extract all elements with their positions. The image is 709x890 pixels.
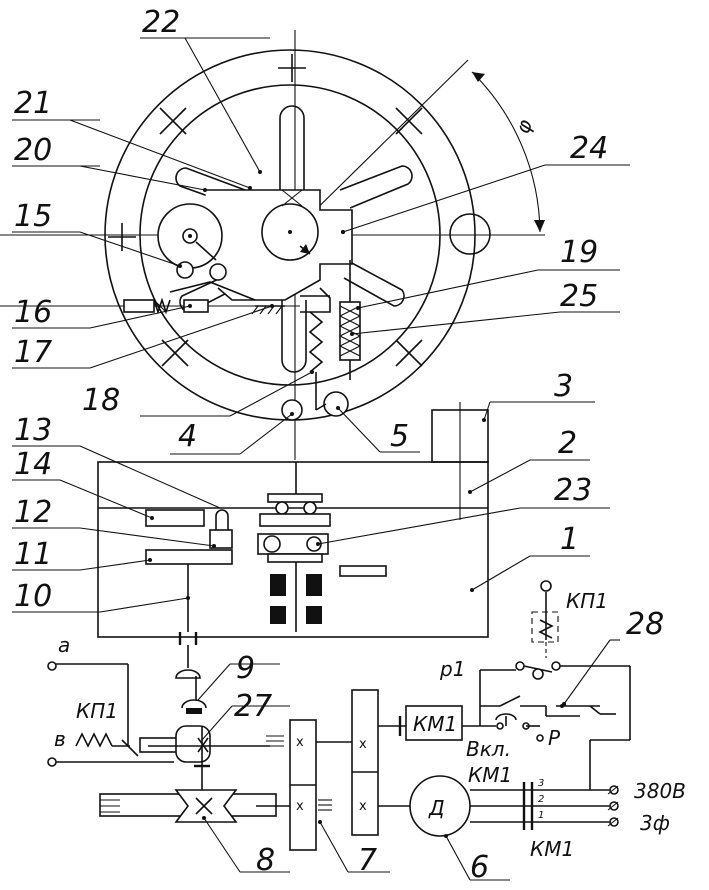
callout-10: 10: [14, 579, 52, 614]
callout-11: 11: [14, 537, 52, 572]
callout-13: 13: [14, 413, 52, 448]
label-p: P: [548, 726, 561, 750]
callout-17: 17: [14, 335, 52, 370]
label-kp1-top: КП1: [566, 589, 608, 613]
callout-20: 20: [14, 133, 52, 168]
index-marks: [108, 54, 423, 367]
svg-text:x: x: [296, 735, 304, 750]
label-p1: p1: [439, 657, 465, 681]
callout-12: 12: [14, 495, 52, 530]
callout-leaders: [12, 37, 630, 881]
callout-23: 23: [554, 473, 592, 508]
callout-24: 24: [570, 131, 608, 166]
roller-right: [209, 263, 227, 281]
spring-18: [308, 311, 324, 373]
detent-ball: [449, 213, 491, 255]
callout-1: 1: [560, 522, 579, 557]
callout-2: 2: [558, 426, 577, 461]
label-b: в: [54, 727, 66, 751]
motor-label: Д: [428, 796, 445, 820]
label-phase-2: 2: [538, 794, 544, 805]
callout-19: 19: [560, 235, 598, 270]
label-km1-bottom: КМ1: [530, 837, 574, 861]
svg-text:x: x: [359, 799, 367, 814]
rod-block: [123, 299, 155, 313]
ball-5: [323, 391, 349, 417]
lower-drive: x x x x Д: [99, 689, 471, 851]
callout-7: 7: [358, 843, 377, 878]
callout-8: 8: [256, 843, 275, 878]
callout-9: 9: [236, 651, 255, 686]
angle-arrow-bottom: [534, 220, 545, 232]
label-voltage: 380В: [634, 779, 686, 803]
callout-28: 28: [626, 607, 664, 642]
label-phases: 3ф: [640, 811, 670, 835]
worm-27: [175, 725, 211, 763]
ball-4: [281, 399, 303, 421]
housing: [97, 402, 489, 700]
label-phase-1: 1: [538, 810, 544, 821]
worm-gear-8: [174, 789, 238, 823]
km1-coil: [405, 705, 463, 741]
housing-body: [97, 461, 489, 638]
gear-pair: [351, 689, 379, 836]
label-kp1-left: КП1: [76, 699, 118, 723]
callout-16: 16: [14, 295, 52, 330]
callout-21: 21: [14, 86, 52, 121]
angle-arrow-top: [472, 72, 485, 82]
callout-14: 14: [14, 447, 52, 482]
callout-22: 22: [142, 5, 180, 40]
label-a: a: [58, 633, 70, 657]
svg-text:x: x: [296, 799, 304, 814]
circuit-labels: a в КП1 КП1 p1 КМ1 Вкл. P КМ1 КМ1 380В 3…: [54, 589, 686, 861]
part-12: [209, 529, 233, 549]
label-vkl: Вкл.: [466, 737, 511, 761]
part-14: [145, 509, 205, 527]
callout-dots: [148, 170, 566, 838]
callout-6: 6: [470, 850, 489, 885]
callout-15: 15: [14, 199, 52, 234]
angle-arc: [471, 71, 541, 233]
callout-18: 18: [82, 383, 120, 418]
svg-text:x: x: [359, 737, 367, 752]
label-km1-mid: КМ1: [468, 763, 512, 787]
callout-27: 27: [234, 689, 272, 724]
kp1-coil-left: [75, 732, 113, 748]
part-11: [145, 549, 233, 565]
callout-5: 5: [390, 419, 409, 454]
label-phase-3: 3: [538, 778, 544, 789]
maltese-mechanism: [0, 105, 413, 421]
label-km1-box: КМ1: [413, 712, 457, 736]
phi-label: φ: [510, 116, 537, 137]
callout-numbers: 22 21 20 24 15 19 25 16 17 18 3 4 5 13 2…: [14, 5, 664, 885]
electrical-circuit: [47, 580, 631, 830]
callout-4: 4: [178, 419, 197, 454]
callout-25: 25: [560, 279, 598, 314]
callout-3: 3: [554, 369, 573, 404]
